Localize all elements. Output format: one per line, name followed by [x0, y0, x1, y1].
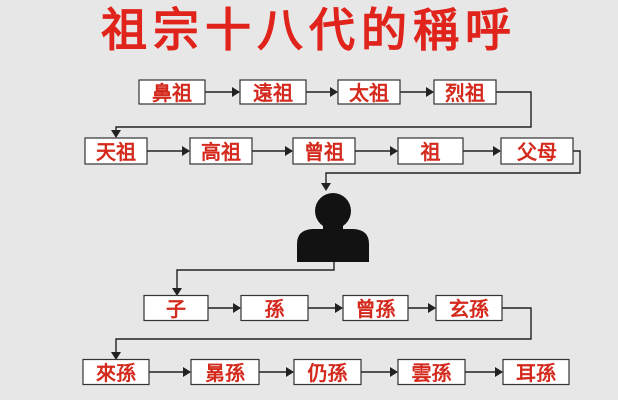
- arrowhead: [390, 367, 398, 377]
- kinship-node: 耳孫: [502, 358, 570, 386]
- node-box: [138, 79, 206, 105]
- node-label: 玄孫: [449, 297, 489, 321]
- person-silhouette-icon: [297, 193, 369, 262]
- page-title: 祖宗十八代的稱呼: [101, 3, 517, 57]
- node-label: 曾孫: [356, 297, 396, 321]
- node-box: [337, 79, 401, 105]
- arrowhead: [111, 352, 121, 360]
- kinship-node: 高祖: [189, 137, 253, 165]
- node-box: [84, 137, 148, 165]
- node-label: 祖: [420, 140, 441, 164]
- node-box: [240, 294, 309, 322]
- node-label: 遠祖: [253, 81, 293, 105]
- arrowhead: [111, 130, 121, 138]
- node-box: [190, 358, 260, 386]
- node-label: 來孫: [96, 361, 136, 385]
- node-label: 耳孫: [516, 361, 556, 385]
- kinship-node: 父母: [500, 137, 574, 165]
- node-label: 天祖: [96, 140, 136, 164]
- row-link-connector: [115, 91, 532, 135]
- arrowhead: [233, 303, 241, 313]
- arrowhead: [335, 303, 343, 313]
- kinship-node: 天祖: [84, 137, 148, 165]
- node-box: [397, 137, 464, 165]
- kinship-node: 子: [143, 294, 209, 322]
- node-label: 仍孫: [307, 361, 348, 385]
- arrowhead: [390, 146, 398, 156]
- node-label: 父母: [516, 140, 557, 164]
- node-box: [82, 358, 150, 386]
- node-box: [293, 358, 362, 386]
- arrowhead: [321, 183, 331, 191]
- node-box: [502, 358, 570, 386]
- connectors: [111, 87, 581, 377]
- kinship-node: 鼻祖: [138, 79, 206, 105]
- node-box: [189, 137, 253, 165]
- arrowhead: [285, 146, 293, 156]
- kinship-node: 孫: [240, 294, 309, 322]
- arrowhead: [183, 367, 191, 377]
- arrowhead: [182, 146, 190, 156]
- node-label: 烈祖: [445, 81, 485, 105]
- node-box: [342, 294, 409, 322]
- kinship-node: 雲孫: [397, 358, 466, 386]
- arrowhead: [428, 303, 436, 313]
- node-box: [435, 294, 503, 322]
- row-link-connector: [176, 262, 335, 289]
- node-label: 子: [166, 297, 186, 321]
- arrowhead: [286, 367, 294, 377]
- node-box: [433, 79, 497, 105]
- arrowhead: [495, 367, 503, 377]
- node-box: [239, 79, 307, 105]
- kinship-node: 仍孫: [293, 358, 362, 386]
- node-label: 太祖: [349, 81, 389, 105]
- kinship-node: 晜孫: [190, 358, 260, 386]
- node-label: 鼻祖: [152, 81, 192, 105]
- row-link-connector: [115, 307, 532, 353]
- node-label: 雲孫: [412, 361, 452, 385]
- arrowhead: [493, 146, 501, 156]
- node-label: 孫: [265, 297, 285, 321]
- node-label: 高祖: [201, 140, 241, 164]
- kinship-node: 玄孫: [435, 294, 503, 322]
- kinship-node: 太祖: [337, 79, 401, 105]
- node-box: [500, 137, 574, 165]
- arrowhead: [330, 87, 338, 97]
- node-box: [143, 294, 209, 322]
- kinship-node: 烈祖: [433, 79, 497, 105]
- arrowhead: [232, 87, 240, 97]
- row-link-connector: [325, 150, 581, 186]
- node-box: [397, 358, 466, 386]
- node-label: 晜孫: [205, 361, 245, 385]
- kinship-node: 曾孫: [342, 294, 409, 322]
- kinship-node: 遠祖: [239, 79, 307, 105]
- arrowhead: [172, 288, 182, 296]
- arrowhead: [426, 87, 434, 97]
- kinship-node: 祖: [397, 137, 464, 165]
- kinship-node: 來孫: [82, 358, 150, 386]
- kinship-node: 曾祖: [292, 137, 356, 165]
- node-label: 曾祖: [304, 140, 344, 164]
- node-box: [292, 137, 356, 165]
